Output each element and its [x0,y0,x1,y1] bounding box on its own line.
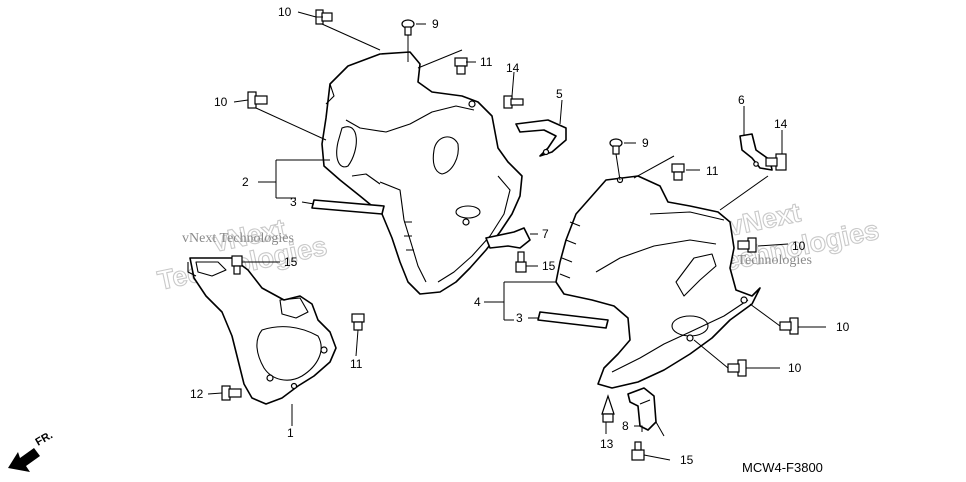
callout-8: 8 [622,419,629,433]
bolt-10-left [247,91,268,109]
screw-9-top [401,19,415,36]
callout-labels: 10 9 11 10 14 5 2 3 9 11 6 14 10 7 15 4 … [190,5,850,467]
bolt-14-right [765,153,787,171]
callout-9-top: 9 [432,17,439,31]
clip-13 [601,394,615,423]
front-marker-label: FR. [34,429,55,448]
callout-7: 7 [542,227,549,241]
callout-14-top: 14 [506,61,520,75]
callout-11-lower: 11 [350,357,363,371]
callout-15-left: 15 [284,255,298,269]
screw-9-right [609,138,623,155]
bolt-10-cowl-side [737,237,757,253]
callout-10-cowl-side: 10 [792,239,806,253]
part-3-trim-strip-lower [537,311,609,329]
callout-10-right-lower: 10 [788,361,802,375]
callout-11-top: 11 [480,55,493,69]
callout-10-left: 10 [214,95,228,109]
bolt-15-middle [515,251,527,273]
bolt-12 [221,385,242,401]
callout-1: 1 [287,426,294,440]
bolt-10-right-upper [779,317,799,335]
callout-3-lower: 3 [516,311,523,325]
part-3-trim-strip-upper [311,199,385,215]
nut-11-lower [351,313,365,331]
part-2-inner-cover [321,51,523,295]
callout-13: 13 [600,437,614,451]
callout-14-right: 14 [774,117,788,131]
callout-6: 6 [738,93,745,107]
callout-3-upper: 3 [290,195,297,209]
bolt-10-right-lower [727,359,747,377]
callout-10-top: 10 [278,5,292,19]
arrow-icon [8,448,40,472]
callout-2: 2 [242,175,249,189]
callout-11-right: 11 [706,164,719,178]
leader-lines [207,11,826,461]
part-6-stay [739,133,773,171]
part-5-stay [515,119,567,157]
diagram-code: MCW4-F3800 [742,460,823,475]
nut-11-right [671,163,685,181]
nut-11-top [454,57,468,75]
callout-15-bottom: 15 [680,453,694,467]
bolt-15-left [231,255,243,275]
part-4-main-cowl [555,175,761,389]
callout-9-right: 9 [642,136,649,150]
fasteners [221,9,799,461]
part-1-lower-cowl [187,257,337,405]
callout-4: 4 [474,295,481,309]
part-7-clip [485,227,531,249]
callout-12: 12 [190,387,204,401]
bolt-14-top [503,95,524,109]
bolt-15-bottom [631,441,645,461]
bolt-10-top [315,9,333,25]
callout-15-middle: 15 [542,259,556,273]
part-8-bracket [627,387,657,431]
watermark-left-small: vNext Technologies [182,231,294,246]
callout-5: 5 [556,87,563,101]
callout-10-right-upper: 10 [836,320,850,334]
front-direction-marker: FR. [8,429,55,472]
